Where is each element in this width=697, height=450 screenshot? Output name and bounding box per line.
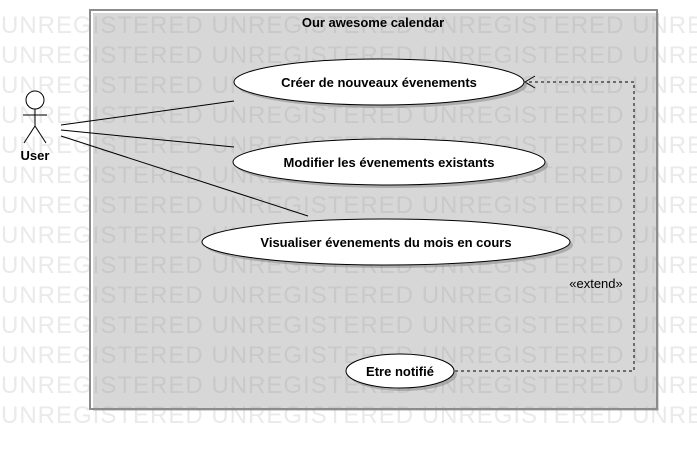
use-case-view-ellipse[interactable] — [201, 218, 571, 266]
watermark-text: UNREGISTERED UNREGISTERED UNREGISTERED U… — [1, 282, 697, 309]
use-case-modify-ellipse[interactable] — [232, 138, 546, 186]
system-title: Our awesome calendar — [302, 15, 444, 30]
association-line-view[interactable] — [60, 135, 309, 217]
actor-label: User — [21, 148, 50, 163]
use-case-notify-ellipse[interactable] — [345, 353, 455, 389]
extend-stereotype: «extend» — [569, 276, 623, 291]
use-case-notify[interactable]: Etre notifié — [345, 353, 457, 391]
watermark-text: UNREGISTERED UNREGISTERED UNREGISTERED U… — [1, 192, 697, 219]
watermark-text: UNREGISTERED UNREGISTERED UNREGISTERED U… — [1, 12, 697, 39]
association-line-create[interactable] — [60, 100, 235, 126]
use-case-view-label: Visualiser évenements du mois en cours — [260, 235, 511, 250]
extend-line[interactable] — [455, 81, 635, 372]
association-line-modify[interactable] — [60, 129, 235, 148]
actor-right-leg — [34, 125, 47, 144]
extend-arrowhead — [524, 75, 536, 89]
use-case-create-label: Créer de nouveaux évenements — [281, 75, 477, 90]
use-case-notify-label: Etre notifié — [366, 364, 434, 379]
watermark-text: UNREGISTERED UNREGISTERED UNREGISTERED U… — [1, 312, 697, 339]
use-case-modify-label: Modifier les évenements existants — [284, 155, 495, 170]
associations — [60, 100, 309, 217]
use-case-view[interactable]: Visualiser évenements du mois en cours — [201, 218, 573, 268]
use-case-modify[interactable]: Modifier les évenements existants — [232, 138, 548, 188]
watermark-text: UNREGISTERED UNREGISTERED UNREGISTERED U… — [1, 102, 697, 129]
actor-user[interactable] — [23, 90, 47, 144]
system-frame[interactable] — [89, 9, 658, 410]
use-case-create-ellipse[interactable] — [233, 58, 525, 106]
actor-left-leg — [23, 125, 36, 144]
actor-head — [25, 90, 45, 110]
watermark-text: UNREGISTERED UNREGISTERED UNREGISTERED U… — [1, 402, 697, 429]
use-case-create[interactable]: Créer de nouveaux évenements — [233, 58, 527, 108]
watermark-text: UNREGISTERED UNREGISTERED UNREGISTERED U… — [1, 342, 697, 369]
extend-relation[interactable]: «extend» — [455, 75, 635, 372]
